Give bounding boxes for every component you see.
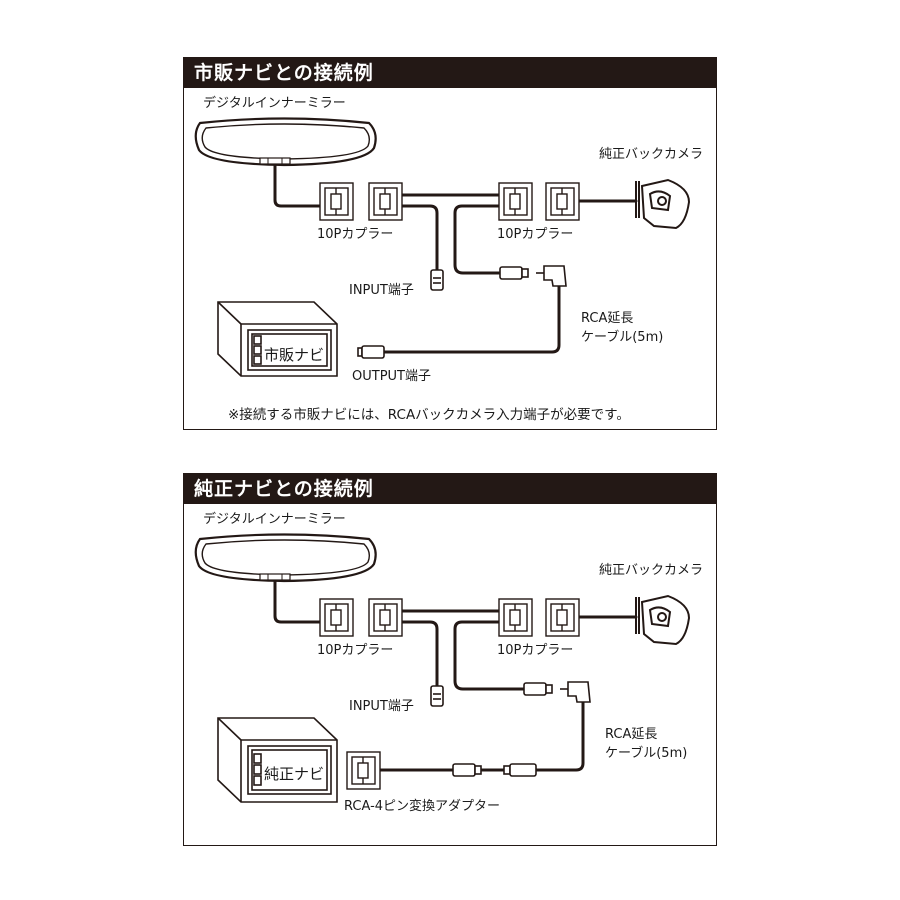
input-label: INPUT端子: [349, 283, 414, 298]
input-plug-icon: [430, 269, 444, 291]
rca-label-line1: RCA延長: [605, 727, 658, 742]
rca-label-line1: RCA延長: [581, 311, 634, 326]
rca-jack-icon: [452, 763, 482, 777]
wiring-diagram: [194, 117, 691, 377]
rca-label-line2: ケーブル(5m): [605, 746, 688, 761]
rca-label-line2: ケーブル(5m): [581, 330, 664, 345]
navigation-unit-icon: [217, 717, 338, 803]
camera-icon: [635, 178, 691, 230]
rca-jack-icon: [523, 682, 553, 696]
output-plug-icon: [357, 345, 385, 359]
nav-label: 市販ナビ: [264, 346, 325, 364]
rca-plug-icon: [536, 265, 567, 287]
rca-plug-icon: [560, 681, 591, 703]
note: ※接続する市販ナビには、RCAバックカメラ入力端子が必要です。: [228, 407, 630, 423]
panel-title: 市販ナビとの接続例: [184, 58, 716, 88]
panel-title: 純正ナビとの接続例: [184, 474, 716, 504]
adapter-label: RCA-4ピン変換アダプター: [344, 799, 501, 814]
wiring-diagram: [194, 533, 691, 803]
camera-icon: [635, 594, 691, 646]
diagram-commercial-navi: 市販ナビとの接続例: [183, 57, 717, 430]
nav-label: 純正ナビ: [264, 765, 325, 783]
coupler-label-left: 10Pカプラー: [317, 227, 394, 242]
mirror-label: デジタルインナーミラー: [203, 96, 346, 111]
coupler-label-left: 10Pカプラー: [317, 643, 394, 658]
coupler-label-right: 10Pカプラー: [497, 643, 574, 658]
diagram-genuine-navi: 純正ナビとの接続例: [183, 473, 717, 846]
coupler-10p-icon: [498, 182, 580, 221]
camera-label: 純正バックカメラ: [599, 147, 704, 162]
adapter-connector-icon: [346, 751, 381, 790]
rca-plug-icon: [503, 763, 537, 777]
mirror-icon: [194, 117, 377, 167]
mirror-icon: [194, 533, 377, 583]
coupler-label-right: 10Pカプラー: [497, 227, 574, 242]
coupler-10p-icon: [319, 598, 403, 637]
input-label: INPUT端子: [349, 699, 414, 714]
mirror-label: デジタルインナーミラー: [203, 512, 346, 527]
output-label: OUTPUT端子: [352, 369, 431, 384]
input-plug-icon: [430, 685, 444, 707]
coupler-10p-icon: [498, 598, 580, 637]
coupler-10p-icon: [319, 182, 403, 221]
camera-label: 純正バックカメラ: [599, 563, 704, 578]
navigation-unit-icon: [217, 301, 338, 377]
rca-jack-icon: [499, 266, 529, 280]
